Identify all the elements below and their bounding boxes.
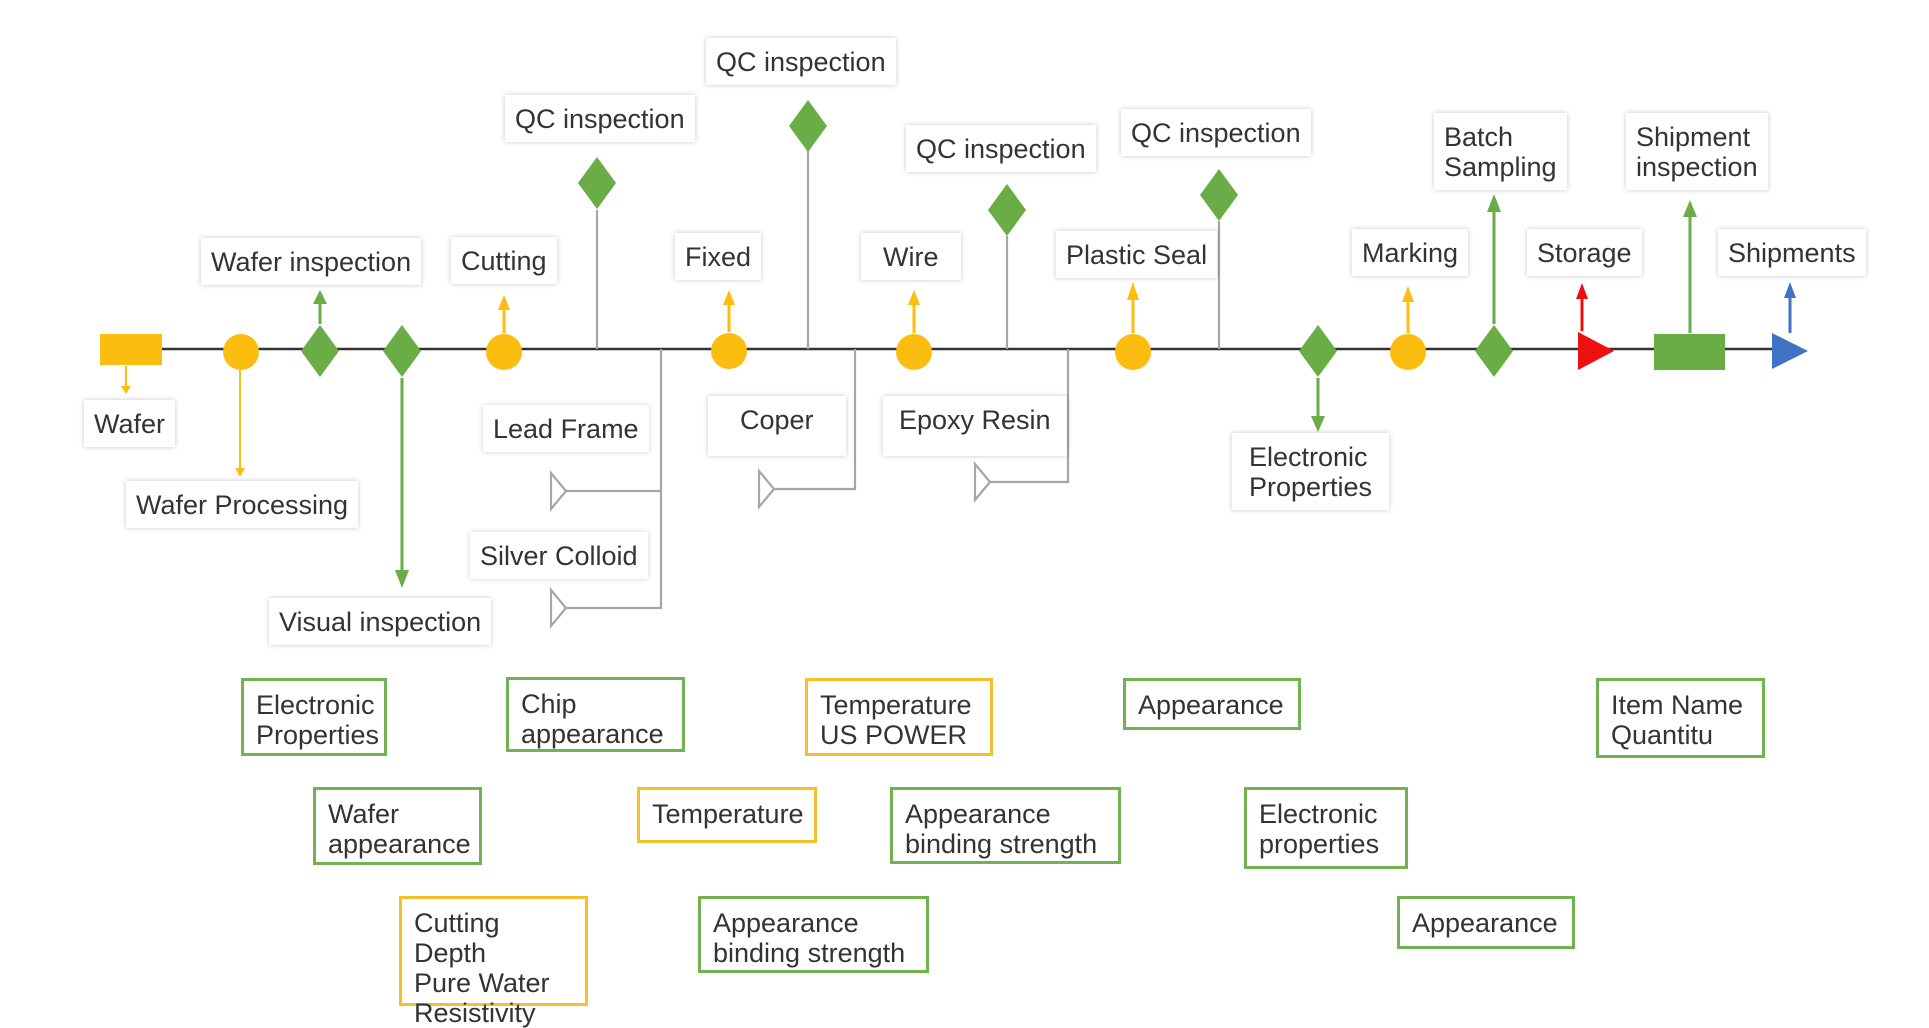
epoxy-resin-input-triangle [973,460,992,504]
wafer-processing-label: Wafer Processing [126,481,359,528]
silver-colloid-input-triangle [549,586,568,630]
qc-diamond-3 [988,184,1026,236]
storage-label: Storage [1527,229,1642,276]
note-temperature: Temperature [637,787,817,843]
batch-sampling-diamond [1475,325,1513,377]
note-temperature-us-power: Temperature US POWER [805,678,993,756]
cutting-label: Cutting [451,237,557,284]
cutting-circle [486,334,522,370]
qc-diamond-4 [1200,169,1238,221]
wafer-start-rect [100,334,162,365]
note-appearance-binding-2: Appearance binding strength [890,787,1121,864]
qc-inspection-2-label: QC inspection [706,38,896,85]
visual-inspection-label: Visual inspection [269,598,492,645]
batch-sampling-label: Batch Sampling [1434,113,1567,190]
material-feed-lines [560,349,1070,610]
wire-label: Wire [861,233,961,280]
note-appearance-1: Appearance [1123,678,1301,730]
visual-inspection-diamond [383,325,421,377]
qc-diamond-1 [578,157,616,209]
storage-triangle [1578,332,1614,370]
shipments-label: Shipments [1718,229,1866,276]
lead-frame-input-triangle [549,469,568,513]
qc-inspection-4-label: QC inspection [1121,109,1311,156]
qc-connectors [595,148,1221,349]
wafer-inspection-label: Wafer inspection [201,238,422,285]
shipment-inspection-rect [1654,334,1725,370]
note-appearance-binding-1: Appearance binding strength [698,896,929,973]
coper-label: Coper [708,396,846,456]
lead-frame-label: Lead Frame [483,405,649,452]
wafer-processing-circle [223,334,259,370]
coper-input-triangle [757,467,776,511]
wafer-inspection-diamond [301,325,339,377]
qc-inspection-1-label: QC inspection [505,95,695,142]
plastic-seal-label: Plastic Seal [1056,231,1218,278]
shipment-inspection-label: Shipment inspection [1626,113,1768,190]
electronic-properties-label: Electronic Properties [1232,433,1390,510]
qc-inspection-3-label: QC inspection [906,125,1096,172]
note-chip-appearance: Chip appearance [506,677,685,752]
note-electronic-properties: Electronic Properties [241,678,387,756]
note-appearance-2: Appearance [1397,896,1575,949]
marking-label: Marking [1352,229,1469,276]
marking-circle [1390,334,1426,370]
fixed-circle [711,333,747,369]
note-cutting-depth: Cutting Depth Pure Water Resistivity [399,896,588,1028]
qc-diamond-2 [789,100,827,152]
epoxy-resin-label: Epoxy Resin [883,396,1067,456]
note-electronic-properties-2: Electronic properties [1244,787,1408,869]
material-feed-triangles [549,460,992,630]
electronic-properties-diamond [1299,325,1337,377]
wafer-label: Wafer [84,400,176,447]
qc-diamonds [578,100,1238,236]
fixed-label: Fixed [675,233,762,280]
wire-circle [896,334,932,370]
silver-colloid-label: Silver Colloid [470,532,648,579]
shipments-triangle [1772,333,1808,369]
note-item-name-quantitu: Item Name Quantitu [1596,678,1765,758]
note-wafer-appearance: Wafer appearance [313,787,482,865]
plastic-seal-circle [1115,334,1151,370]
